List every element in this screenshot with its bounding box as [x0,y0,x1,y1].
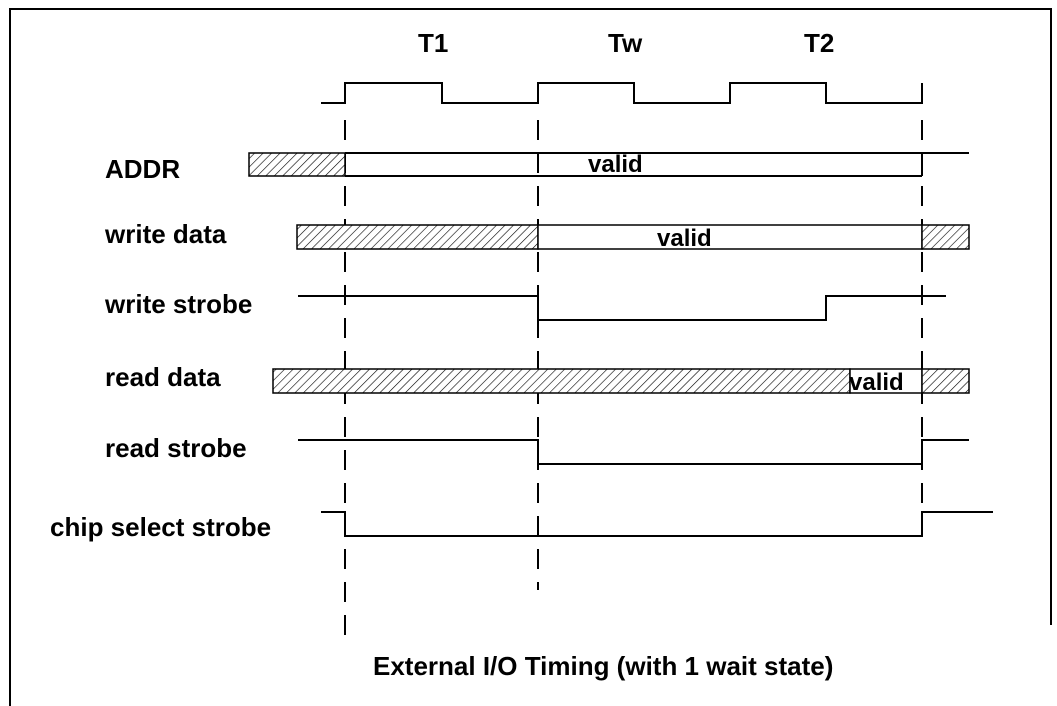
addr-valid-label: valid [588,151,643,178]
read-data-invalid-before [272,368,851,394]
signal-label-write-data: write data [104,219,227,249]
diagram-frame [9,8,1052,706]
addr-valid-bus [345,152,969,177]
write-strobe-waveform [298,295,946,321]
phase-label-t2: T2 [804,28,834,58]
clock-waveform [321,82,923,104]
phase-label-t1: T1 [418,28,448,58]
signal-label-addr: ADDR [105,154,180,184]
write-data-invalid-after [921,224,970,250]
signal-label-read-strobe: read strobe [105,433,247,463]
signal-label-chip-select-strobe: chip select strobe [50,512,271,542]
read-data-invalid-after [921,368,970,394]
phase-label-tw: Tw [608,28,643,58]
diagram-caption: External I/O Timing (with 1 wait state) [373,651,833,681]
signal-label-write-strobe: write strobe [104,289,252,319]
write-data-valid-label: valid [657,225,712,252]
write-data-valid-region [537,224,923,250]
addr-invalid-region [248,152,346,177]
write-data-invalid-before [296,224,539,250]
chip-select-strobe-waveform [321,511,993,537]
read-data-valid-label: valid [849,369,904,396]
signal-label-read-data: read data [105,362,221,392]
read-strobe-waveform [298,439,969,465]
